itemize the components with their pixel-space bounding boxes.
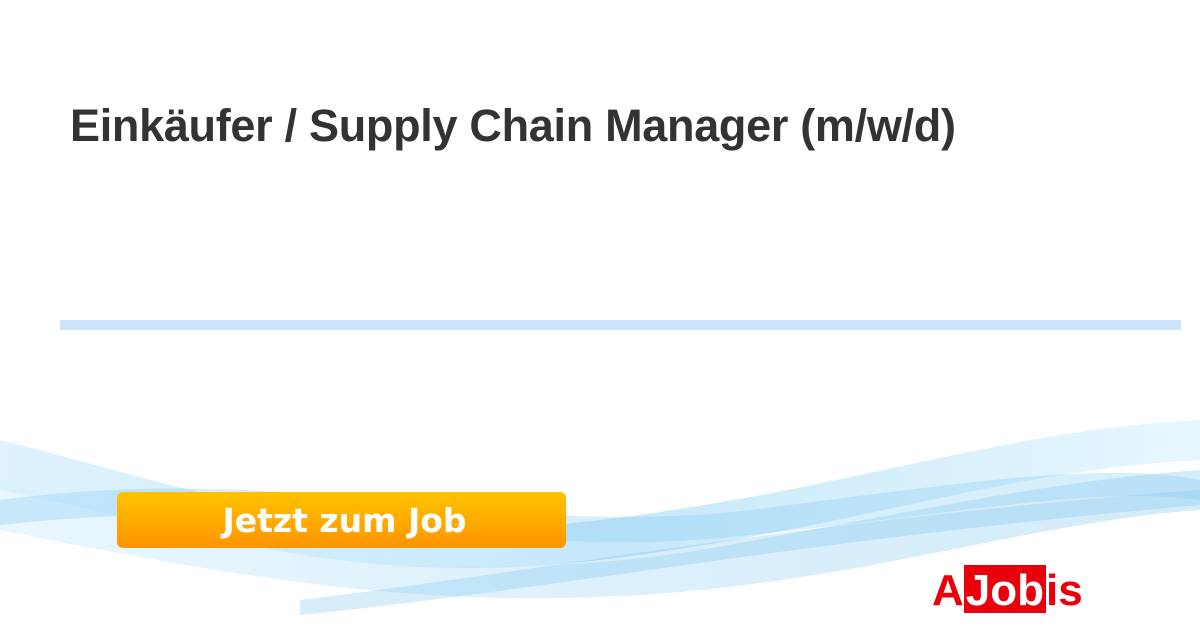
apply-button[interactable]: Jetzt zum Job	[117, 492, 566, 548]
divider	[60, 320, 1181, 330]
logo-part-job: Job	[963, 565, 1047, 615]
logo-part-a: A	[932, 566, 964, 615]
logo-part-is: is	[1046, 566, 1083, 615]
job-title: Einkäufer / Supply Chain Manager (m/w/d)	[70, 100, 956, 151]
